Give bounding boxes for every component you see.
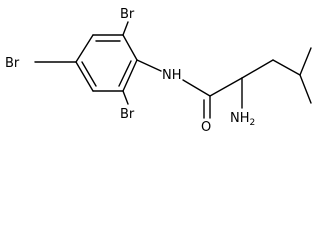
- ring-double-bond-right: [118, 60, 132, 87]
- bond-nh-carbonyl: [182, 79, 211, 97]
- atom-label-amine-subscript: 2: [250, 118, 256, 128]
- ring-bond-c5-c6: [75, 61, 94, 92]
- molecule-structure: Br Br Br NH O NH2: [5, 7, 312, 135]
- bond-ch2-ch: [272, 59, 301, 76]
- bond-ch-methyl-top: [299, 47, 312, 76]
- bond-alpha-ch2: [241, 59, 274, 79]
- atom-label-amine: NH2: [230, 111, 255, 128]
- atom-label-br-top: Br: [120, 7, 135, 22]
- bond-carbonyl-alpha: [209, 77, 243, 97]
- benzene-ring: [75, 34, 138, 92]
- ring-double-bond-left: [81, 61, 97, 87]
- ring-bond-c2-c3: [122, 34, 138, 61]
- atom-label-amine-nh: NH: [230, 111, 250, 126]
- atom-label-br-bottom: Br: [120, 107, 135, 122]
- bond-ring-br-bottom: [122, 90, 129, 105]
- ring-bond-c3-c4: [122, 59, 138, 92]
- atom-label-oxygen: O: [201, 120, 211, 135]
- ring-bond-c6-c1: [75, 34, 94, 63]
- atom-label-br-left: Br: [5, 56, 20, 71]
- bond-ring-nh: [136, 59, 162, 72]
- bond-ch-methyl-bottom: [299, 74, 312, 104]
- atom-label-nh: NH: [162, 68, 182, 83]
- bond-ring-br-top: [122, 21, 129, 36]
